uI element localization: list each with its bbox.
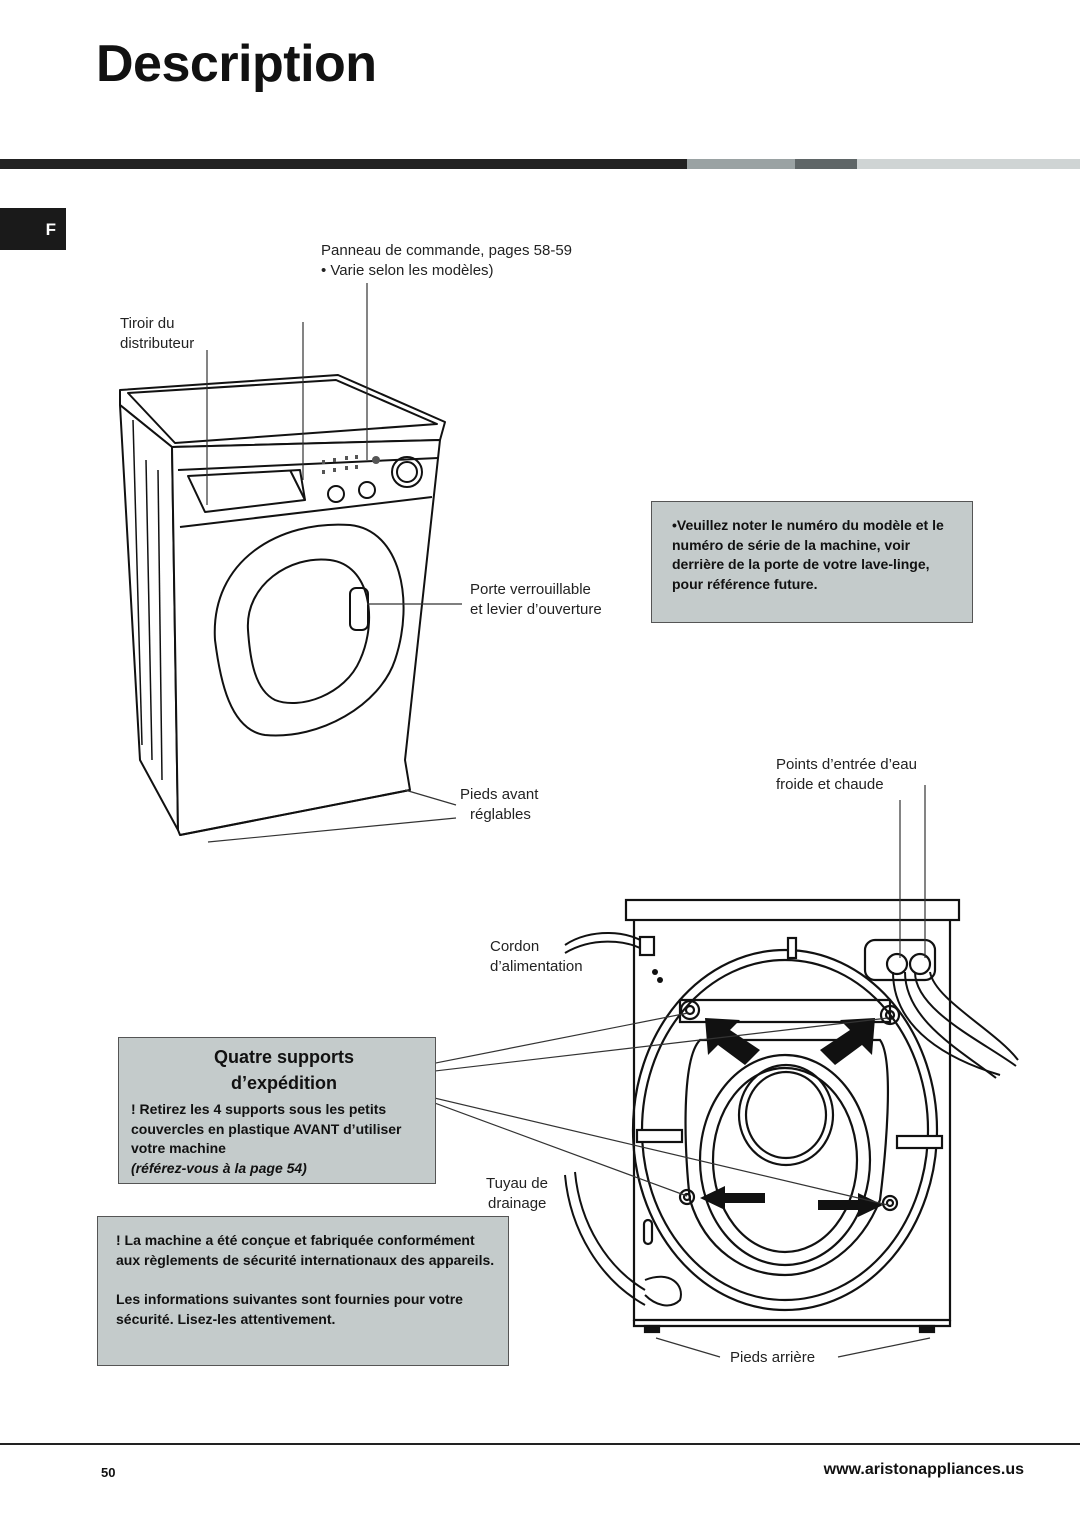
safety-box: ! La machine a été conçue et fabriquée c… [97,1216,509,1366]
footer-rule [0,1443,1080,1445]
serial-number-note-box: •Veuillez noter le numéro du modèle et l… [651,501,973,623]
shipping-heading-line2: d’expédition [230,1073,337,1093]
page-title: Description [96,35,377,93]
shipping-supports-box: Quatre supports d’expédition ! Retirez l… [118,1037,436,1184]
header-bar-darkgray [795,159,857,169]
shipping-body: ! Retirez les 4 supports sous les petits… [131,1101,402,1156]
label-rear-feet: Pieds arrière [730,1349,816,1366]
label-water-inlets-line2: froide et chaude [776,776,884,793]
language-tab: F [0,208,66,250]
label-drawer-line2: distributeur [120,335,195,352]
label-door-line1: Porte verrouillable [470,581,591,598]
label-cord-line1: Cordon [490,938,540,955]
page-number: 50 [101,1465,116,1480]
label-water-inlets-line1: Points d’entrée d’eau [776,756,917,773]
header-bar-dark [0,159,687,169]
label-drain-line2: drainage [488,1195,547,1212]
header-bar-mid [687,159,795,169]
label-front-feet-line1: Pieds avant [460,786,539,803]
label-control-panel: Panneau de commande, pages 58-59 [321,242,573,259]
label-drain-line1: Tuyau de [486,1175,548,1192]
label-drawer-line1: Tiroir du [120,315,175,332]
shipping-page-ref: (référez-vous à la page 54) [131,1159,307,1176]
safety-para2: Les informations suivantes sont fournies… [116,1291,463,1327]
label-front-feet-line2: réglables [470,806,531,823]
website-link[interactable]: www.aristonappliances.us [823,1461,1024,1478]
safety-para1: ! La machine a été conçue et fabriquée c… [116,1232,495,1268]
header-bar-light [857,159,1080,169]
label-cord-line2: d’alimentation [490,958,583,975]
label-control-panel-note: • Varie selon les modèles) [321,262,494,279]
shipping-heading-line1: Quatre supports [213,1047,355,1067]
label-door-line2: et levier d’ouverture [470,601,602,618]
serial-number-note-text: •Veuillez noter le numéro du modèle et l… [672,517,944,592]
